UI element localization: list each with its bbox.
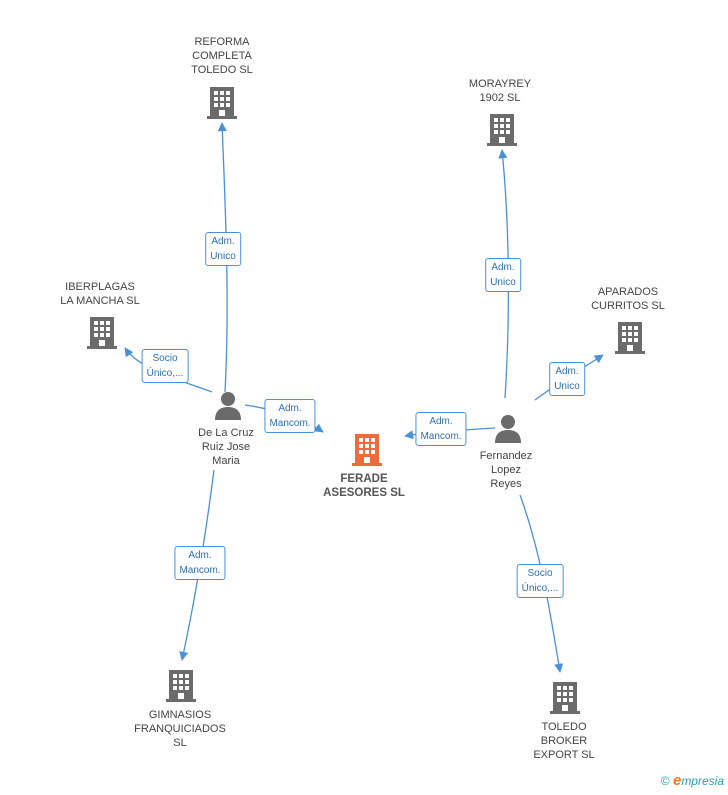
building-main-icon (352, 432, 382, 471)
node-label-iberplagas[interactable]: IBERPLAGAS LA MANCHA SL (60, 281, 140, 307)
building-icon (87, 315, 117, 354)
node-label-aparados[interactable]: APARADOS CURRITOS SL (591, 286, 665, 312)
relation-label[interactable]: Adm. Unico (549, 362, 585, 396)
building-icon (166, 668, 196, 707)
relation-label[interactable]: Adm. Mancom. (174, 546, 226, 580)
relation-label[interactable]: Socio Único,... (141, 349, 189, 383)
building-icon (207, 85, 237, 124)
building-icon (615, 320, 645, 359)
node-label-delacruz[interactable]: De La Cruz Ruiz Jose Maria (198, 427, 254, 467)
relation-label[interactable]: Socio Único,... (516, 564, 564, 598)
relation-label[interactable]: Adm. Unico (485, 258, 521, 292)
node-label-reforma[interactable]: REFORMA COMPLETA TOLEDO SL (191, 36, 253, 76)
brand-logo-e: e (672, 772, 682, 789)
relation-label[interactable]: Adm. Mancom. (415, 412, 467, 446)
copyright-symbol: © (660, 774, 670, 788)
node-label-morayrey[interactable]: MORAYREY 1902 SL (468, 78, 532, 104)
relation-label[interactable]: Adm. Unico (205, 232, 241, 266)
brand-footer: © empresia (661, 772, 724, 789)
person-icon (213, 390, 243, 425)
person-icon (493, 413, 523, 448)
building-icon (487, 112, 517, 151)
node-label-toledo[interactable]: TOLEDO BROKER EXPORT SL (533, 721, 595, 761)
building-icon (550, 680, 580, 719)
relation-label[interactable]: Adm. Mancom. (264, 399, 316, 433)
node-label-gimnasios[interactable]: GIMNASIOS FRANQUICIADOS SL (134, 709, 226, 749)
brand-name: mpresia (681, 774, 724, 788)
node-label-ferade[interactable]: FERADE ASESORES SL (323, 473, 405, 499)
node-label-fernandez[interactable]: Fernandez Lopez Reyes (479, 450, 533, 490)
